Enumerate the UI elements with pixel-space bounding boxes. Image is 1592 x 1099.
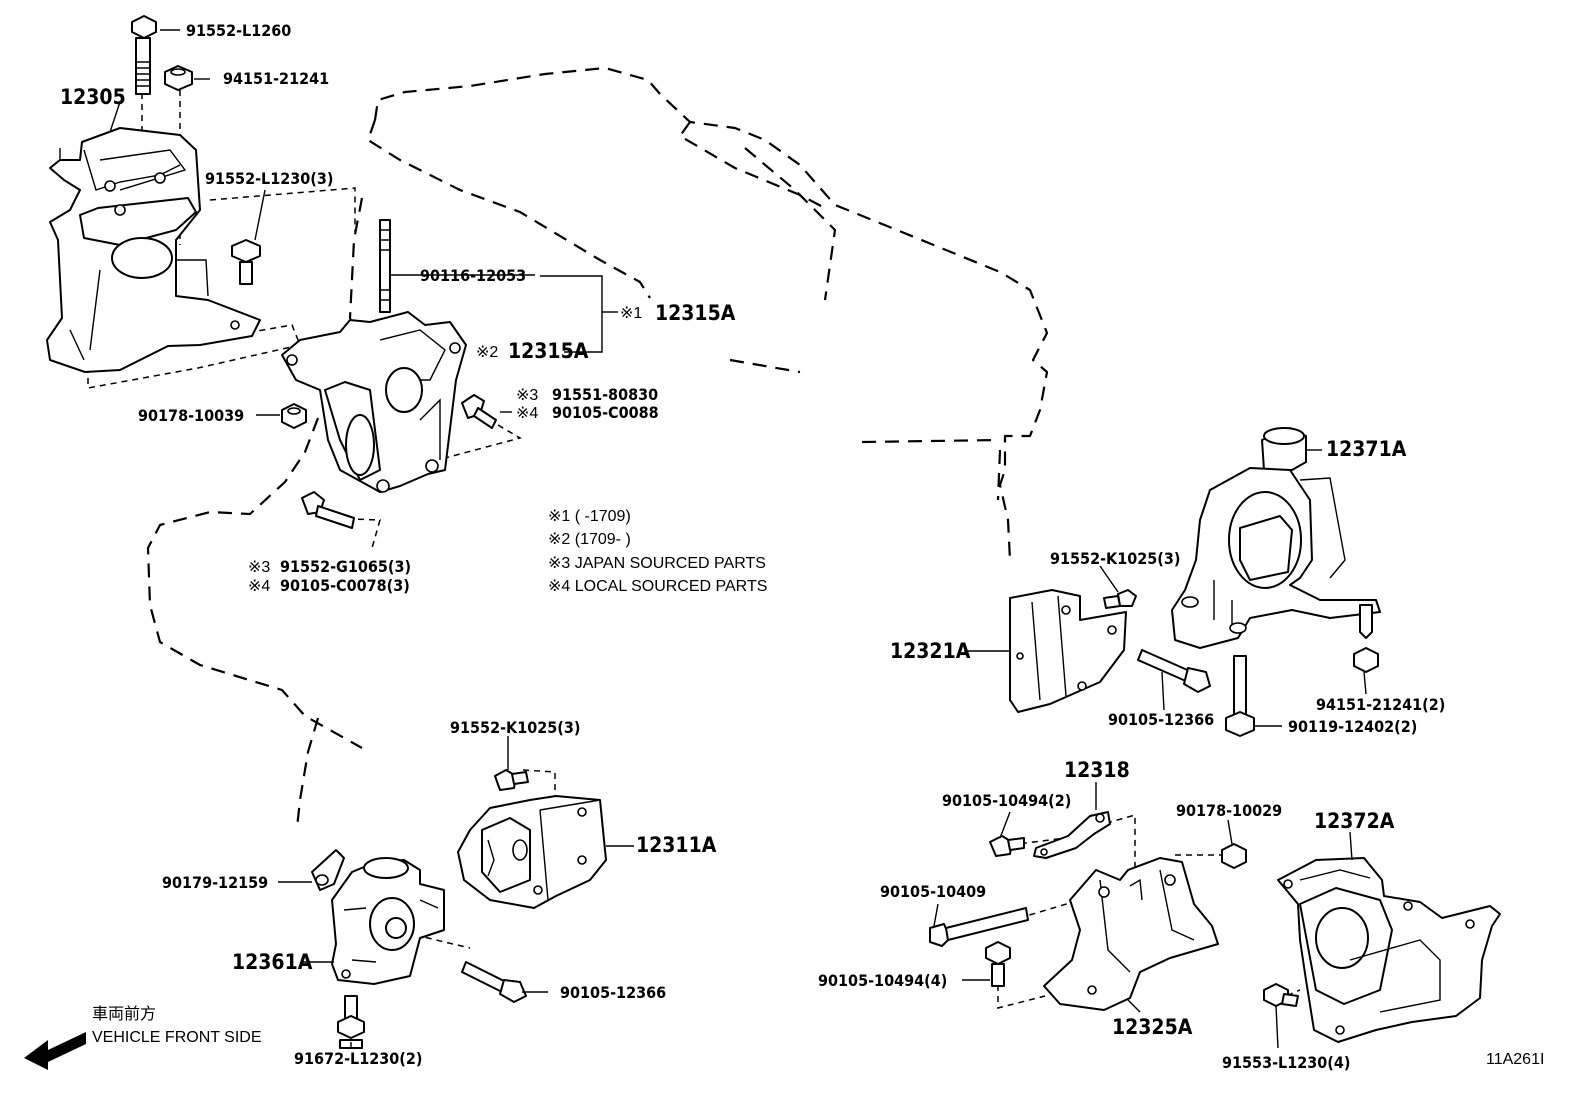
nut-94151-21241-2 xyxy=(1353,647,1379,673)
nut-90178-10039 xyxy=(281,403,307,429)
label-91553-L1230-4: 91553-L1230(4) xyxy=(1222,1053,1350,1072)
note-2: ※2 (1709- ) xyxy=(548,531,631,548)
label-91552-G1065-3: 91552-G1065(3) xyxy=(280,557,411,576)
label-90105-12366-left: 90105-12366 xyxy=(560,983,666,1002)
leader-lines xyxy=(109,29,1367,1049)
label-12372A: 12372A xyxy=(1314,809,1395,833)
direction-label-jp: 車両前方 xyxy=(92,1005,156,1023)
label-94151-21241: 94151-21241 xyxy=(223,69,329,88)
note-1: ※1 ( -1709) xyxy=(548,508,631,525)
label-12371A: 12371A xyxy=(1326,437,1407,461)
bolt-91552-L1230 xyxy=(231,239,261,285)
label-12311A: 12311A xyxy=(636,833,717,857)
bolt-90105-10494-4 xyxy=(985,941,1011,987)
marker-4a: ※4 xyxy=(516,405,538,422)
label-12305: 12305 xyxy=(60,85,126,109)
bolt-90105-12366-left xyxy=(461,961,527,1003)
bracket-12315A xyxy=(281,311,467,493)
label-91552-K1025-3-right: 91552-K1025(3) xyxy=(1050,549,1180,568)
stud-90116-12053 xyxy=(379,219,391,313)
label-12321A: 12321A xyxy=(890,639,971,663)
bolt-91552-K1025-left xyxy=(494,769,529,791)
vehicle-front-arrow-icon xyxy=(24,1032,86,1070)
mount-12371A xyxy=(1171,427,1381,649)
bracket-12318 xyxy=(1033,811,1111,859)
bolt-91552-G1065 xyxy=(301,491,355,529)
label-12361A: 12361A xyxy=(232,950,313,974)
label-94151-21241-2: 94151-21241(2) xyxy=(1316,695,1445,714)
mount-12372A xyxy=(1277,857,1501,1043)
bolt-91553-L1230 xyxy=(1263,983,1299,1007)
marker-3b: ※3 xyxy=(248,559,270,576)
label-12318: 12318 xyxy=(1064,758,1130,782)
diagram-code: 11A261I xyxy=(1486,1051,1544,1068)
stud-90119-12402 xyxy=(1225,655,1255,737)
bolt-91552-K1025-right xyxy=(1103,589,1137,609)
label-90105-C0078-3: 90105-C0078(3) xyxy=(280,576,410,595)
part-90179-12159 xyxy=(311,849,345,891)
marker-4b: ※4 xyxy=(248,578,270,595)
label-90105-10409: 90105-10409 xyxy=(880,882,986,901)
bolt-90105-12366-right xyxy=(1137,649,1211,693)
nut-94151-21241 xyxy=(164,65,193,91)
bolt-91551-80830 xyxy=(461,394,497,429)
label-91552-L1230-3: 91552-L1230(3) xyxy=(205,169,333,188)
label-90178-10029: 90178-10029 xyxy=(1176,801,1282,820)
bracket-12311A xyxy=(457,795,607,909)
bracket-12321A xyxy=(1009,589,1127,713)
label-90105-C0088: 90105-C0088 xyxy=(552,403,659,422)
marker-2: ※2 xyxy=(476,344,498,361)
bolt-90105-10494-2 xyxy=(989,835,1025,857)
label-90105-12366-right: 90105-12366 xyxy=(1108,710,1214,729)
label-90179-12159: 90179-12159 xyxy=(162,873,268,892)
marker-3a: ※3 xyxy=(516,387,538,404)
engine-outline xyxy=(146,66,1049,829)
label-90119-12402-2: 90119-12402(2) xyxy=(1288,717,1417,736)
nut-90178-10029 xyxy=(1221,843,1247,869)
direction-label-en: VEHICLE FRONT SIDE xyxy=(92,1029,262,1046)
bracket-12325A xyxy=(1043,857,1219,1011)
mount-12361A xyxy=(331,857,445,985)
label-90105-10494-4: 90105-10494(4) xyxy=(818,971,947,990)
label-90105-10494-2: 90105-10494(2) xyxy=(942,791,1071,810)
label-90116-12053: 90116-12053 xyxy=(420,266,526,285)
bolt-91552-L1260 xyxy=(131,15,157,95)
label-91552-K1025-3-left: 91552-K1025(3) xyxy=(450,718,580,737)
marker-1: ※1 xyxy=(620,305,642,322)
label-91552-L1260: 91552-L1260 xyxy=(186,21,291,40)
label-12315A-1: 12315A xyxy=(655,301,736,325)
bolt-90105-10409 xyxy=(929,907,1029,947)
label-91672-L1230-2: 91672-L1230(2) xyxy=(294,1049,422,1068)
mount-12305 xyxy=(46,127,261,373)
bolt-91672-L1230 xyxy=(337,995,365,1049)
note-3: ※3 JAPAN SOURCED PARTS xyxy=(548,555,766,572)
note-4: ※4 LOCAL SOURCED PARTS xyxy=(548,578,767,595)
part-labels: 91552-L1260 94151-21241 12305 91552-L123… xyxy=(60,21,1544,1072)
label-91551-80830: 91551-80830 xyxy=(552,385,658,404)
label-12325A: 12325A xyxy=(1112,1015,1193,1039)
label-90178-10039: 90178-10039 xyxy=(138,406,244,425)
label-12315A-2: 12315A xyxy=(508,339,589,363)
